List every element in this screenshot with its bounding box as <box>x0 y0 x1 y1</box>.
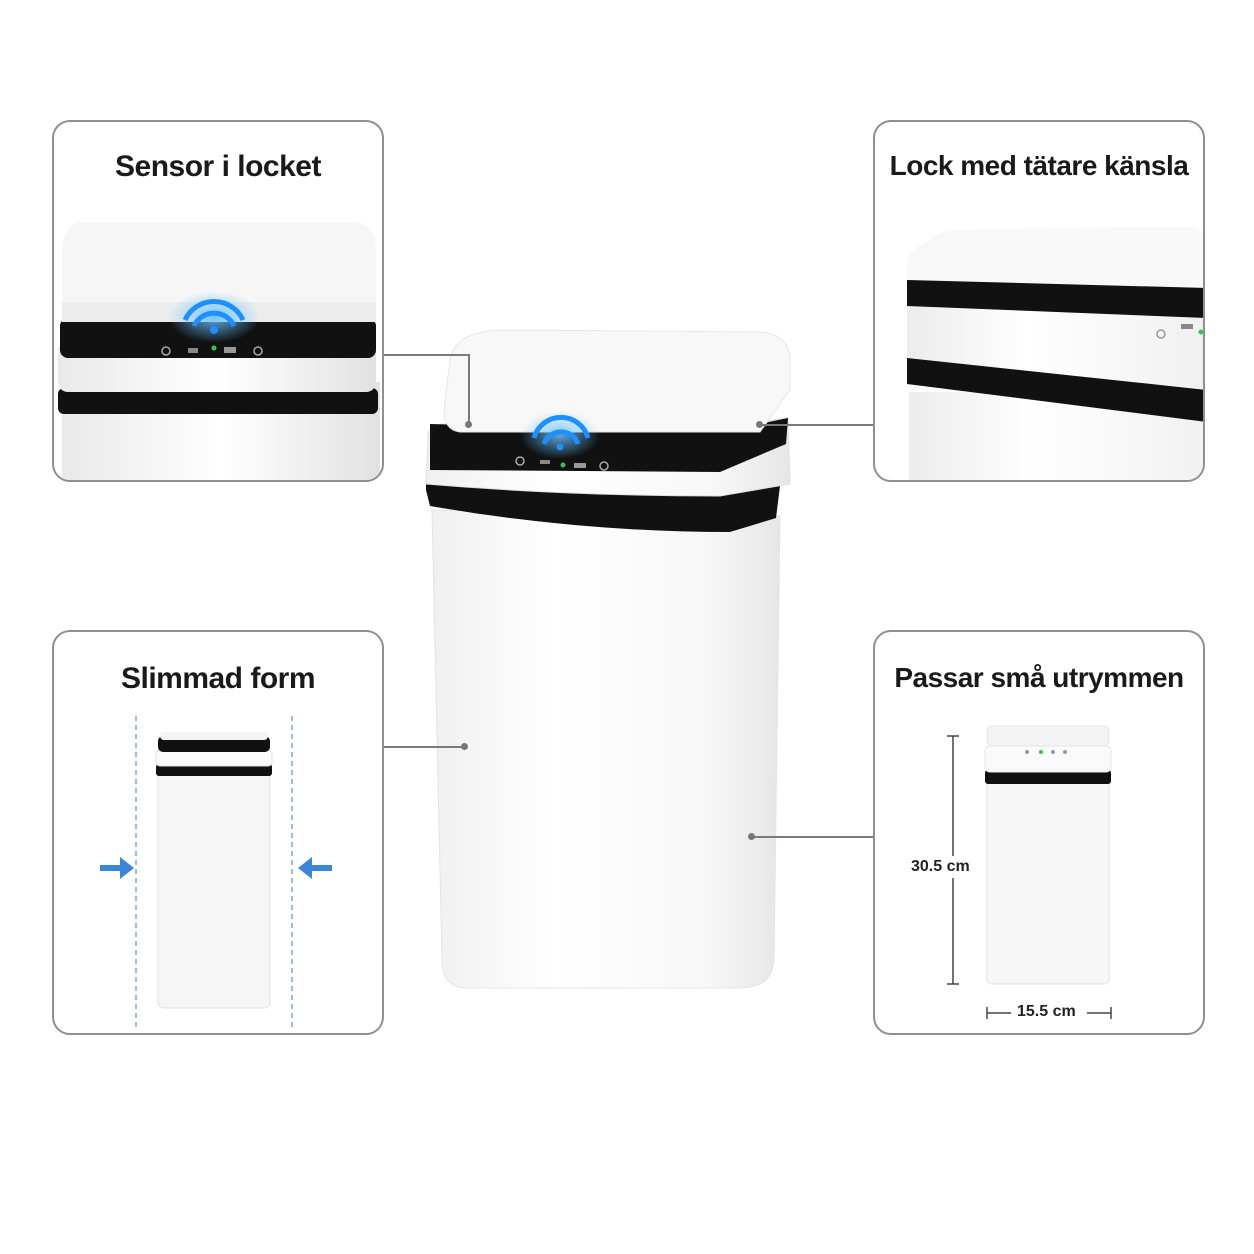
height-dimension-label: 30.5 cm <box>911 856 970 878</box>
dimension-illustration <box>947 725 1112 1019</box>
width-dimension-label: 15.5 cm <box>1017 1003 1076 1020</box>
slim-bin-illustration <box>100 716 332 1027</box>
connector-dot-space <box>748 833 755 840</box>
panel-slim: Slimmad form <box>52 630 384 1035</box>
bin-closeup-lid <box>907 226 1203 480</box>
panel-title-space: Passar små utrymmen <box>894 662 1184 693</box>
connector-dot-slim <box>461 743 468 750</box>
connector-sensor-vertical <box>468 354 470 424</box>
bin-closeup-sensor <box>58 222 380 480</box>
panel-title-lid: Lock med tätare känsla <box>889 150 1189 181</box>
panel-lid: Lock med tätare känsla <box>873 120 1205 482</box>
panel-space: Passar små utrymmen 30.5 cm 15.5 cm <box>873 630 1205 1035</box>
arrow-right-icon <box>100 857 134 879</box>
connector-dot-sensor <box>465 421 472 428</box>
panel-sensor: Sensor i locket <box>52 120 384 482</box>
connector-space <box>752 836 873 838</box>
central-bin-image <box>425 329 791 989</box>
panel-title-sensor: Sensor i locket <box>115 150 321 183</box>
connector-slim <box>384 746 464 748</box>
connector-dot-lid <box>756 421 763 428</box>
arrow-left-icon <box>298 857 332 879</box>
panel-title-slim: Slimmad form <box>120 662 316 695</box>
connector-sensor <box>384 354 468 356</box>
connector-lid <box>760 424 873 426</box>
